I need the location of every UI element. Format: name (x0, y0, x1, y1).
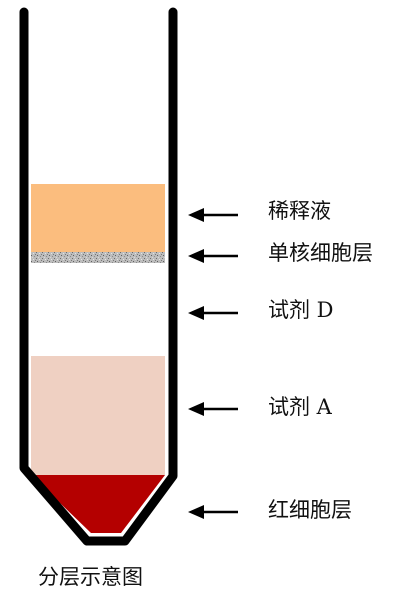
reagent-a-layer (31, 356, 165, 475)
rbc-layer (31, 475, 165, 533)
arrow-diluent (188, 208, 238, 222)
arrow-rbc (188, 505, 238, 519)
reagent-a-label: 试剂 A (268, 395, 332, 419)
rbc-layer-label: 红细胞层 (268, 498, 352, 522)
pbmc-layer-label: 单核细胞层 (268, 241, 373, 265)
pbmc-layer (31, 252, 165, 263)
diagram-caption: 分层示意图 (38, 565, 143, 589)
diluent-label: 稀释液 (268, 199, 331, 223)
tube-outline (19, 7, 178, 546)
arrow-reagent-d (188, 306, 238, 320)
diluent-layer (31, 184, 165, 252)
arrow-pbmc (188, 249, 238, 263)
arrow-reagent-a (188, 402, 238, 416)
reagent-d-label: 试剂 D (268, 298, 334, 322)
reagent-d-layer (31, 263, 165, 356)
